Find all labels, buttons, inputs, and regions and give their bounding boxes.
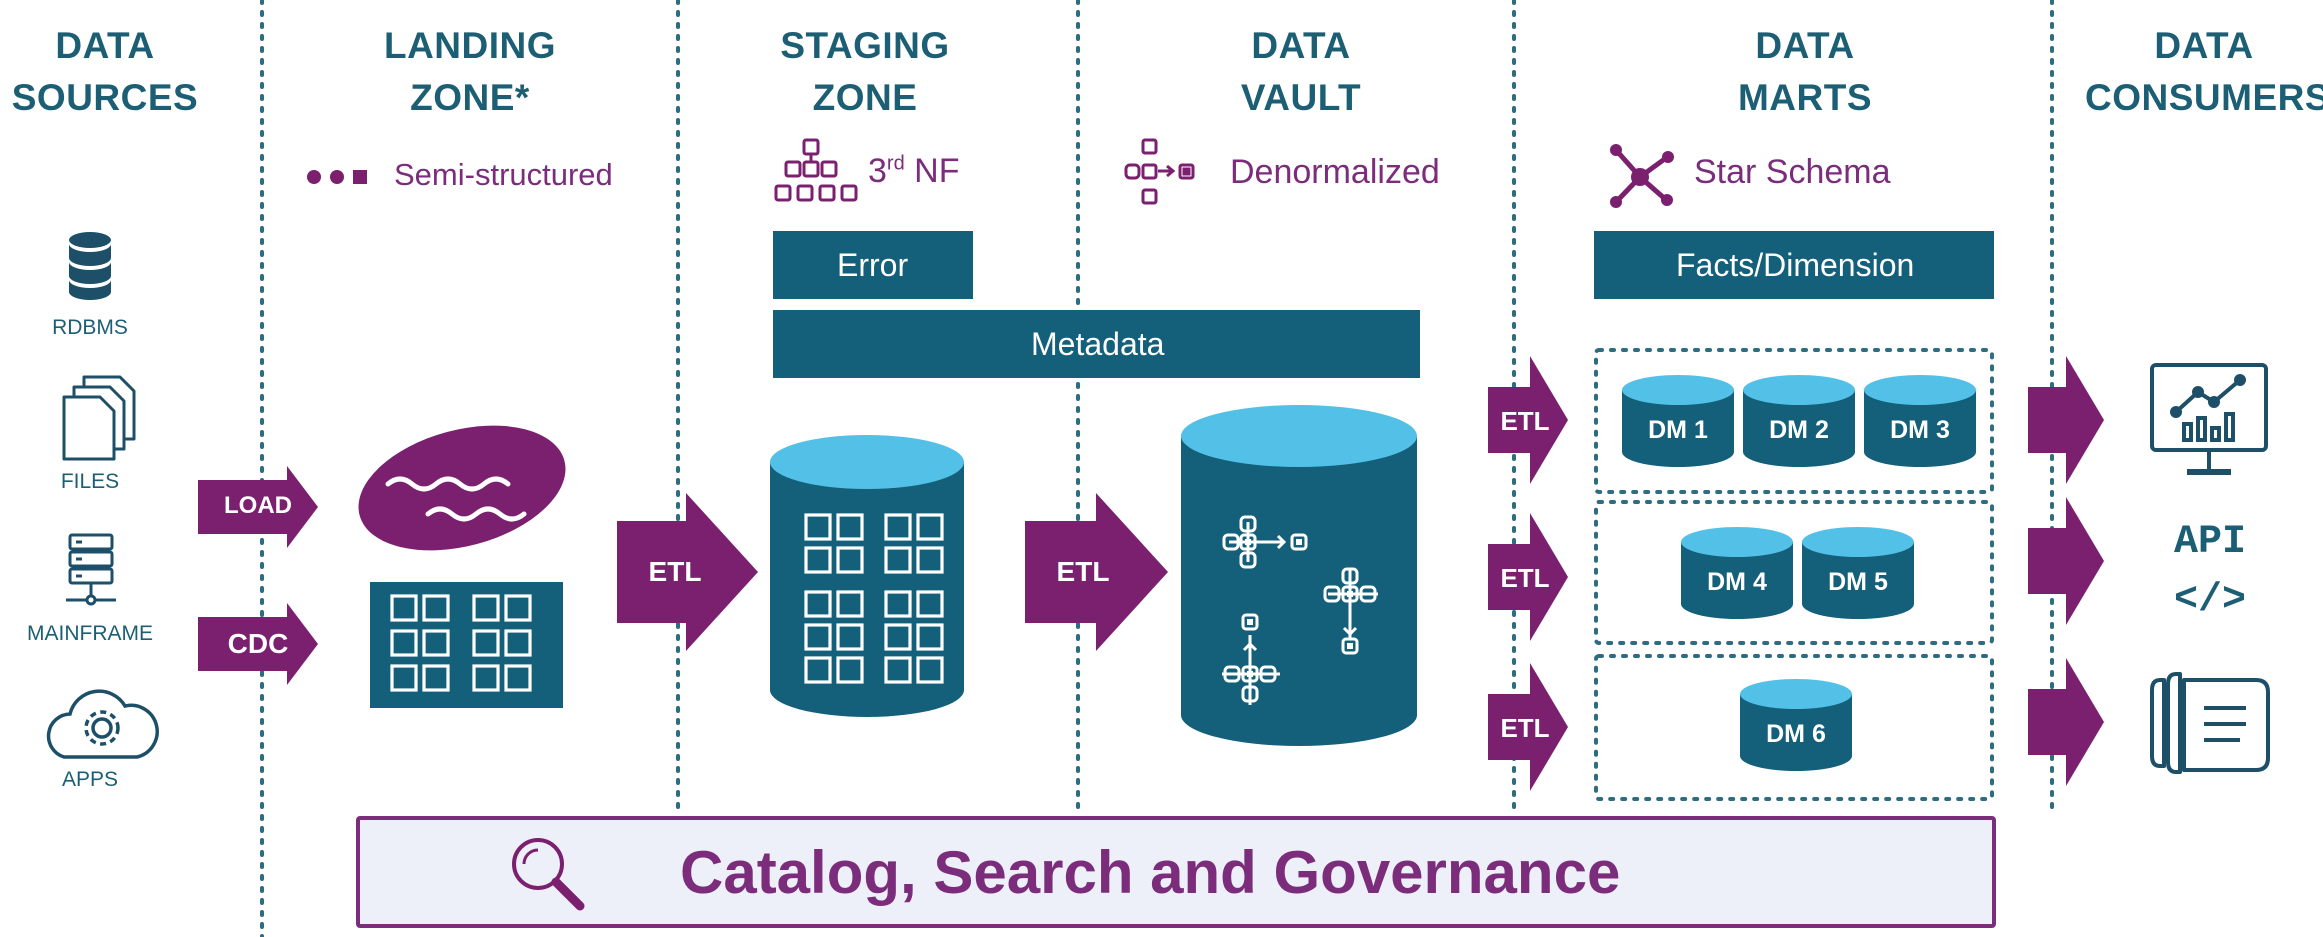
server-icon [66,533,116,606]
network-icon [774,138,858,202]
api-code-label: </> [2173,578,2246,623]
facts-dimension-bar: Facts/Dimension [1594,231,1994,299]
error-bar-label: Error [837,246,909,283]
api-icon: API </> [2130,514,2290,630]
error-bar: Error [773,231,973,299]
dm-6-cylinder [1740,679,1852,771]
etl-arrow-1 [617,493,758,651]
dashboard-icon [2150,363,2268,475]
metadata-bar: Metadata [773,310,1420,378]
third-nf-label: 3rd NF [868,152,960,190]
mainframe-label: MAINFRAME [27,622,153,645]
etl-label-dm-middle: ETL [1500,563,1550,593]
staging-cylinder [770,435,964,717]
metadata-bar-label: Metadata [1031,325,1165,362]
etl-label-2: ETL [1056,556,1110,587]
api-label: API [2173,520,2246,565]
load-label: LOAD [224,492,292,519]
files-icon [62,375,136,461]
magnifier-icon [512,838,585,911]
dm-2-label: DM 2 [1769,416,1829,444]
dm-5-label: DM 5 [1828,568,1888,596]
mart-group-boxes [1594,348,1994,801]
files-label: FILES [60,470,120,493]
vault-cylinder [1181,405,1417,746]
cdc-arrow [198,603,318,685]
dm-3-cylinder [1864,375,1976,467]
star-schema-label: Star Schema [1694,153,1891,191]
dm-4-cylinder [1681,527,1793,619]
cdc-label: CDC [227,628,289,659]
denormalized-label: Denormalized [1230,153,1440,191]
dm-1-cylinder [1622,375,1734,467]
etl-label-dm-top: ETL [1500,406,1550,436]
rdbms-label: RDBMS [52,316,128,339]
apps-label: APPS [61,768,119,791]
catalog-label: Catalog, Search and Governance [680,839,1621,906]
etl-label-dm-bottom: ETL [1500,713,1550,743]
star-schema-icon [1610,144,1674,208]
dm-3-label: DM 3 [1890,416,1950,444]
etl-arrow-dm-bottom [1488,663,1568,791]
consumer-arrows [2028,356,2104,786]
column-dividers [260,0,2054,937]
denormalized-icon [1124,138,1195,205]
landing-grid [370,582,563,708]
catalog-bar: Catalog, Search and Governance [356,816,1996,928]
cloud-gear-icon [46,689,159,759]
dm-4-label: DM 4 [1707,568,1767,596]
dm-5-cylinder [1802,527,1914,619]
load-arrow [198,466,318,548]
document-stack-icon [2150,672,2270,774]
etl-arrow-2 [1025,493,1168,651]
dm-1-label: DM 1 [1648,416,1708,444]
facts-dimension-bar-label: Facts/Dimension [1676,246,1915,283]
dm-2-cylinder [1743,375,1855,467]
etl-arrow-dm-top [1488,356,1568,484]
etl-arrow-dm-middle [1488,513,1568,641]
dm-cylinders [1622,375,1976,771]
database-icon [69,232,111,300]
semi-structured-dots [307,170,367,184]
lake-icon [358,425,566,551]
semi-structured-label: Semi-structured [394,157,613,192]
etl-label-1: ETL [648,556,702,587]
dm-6-label: DM 6 [1766,720,1826,748]
